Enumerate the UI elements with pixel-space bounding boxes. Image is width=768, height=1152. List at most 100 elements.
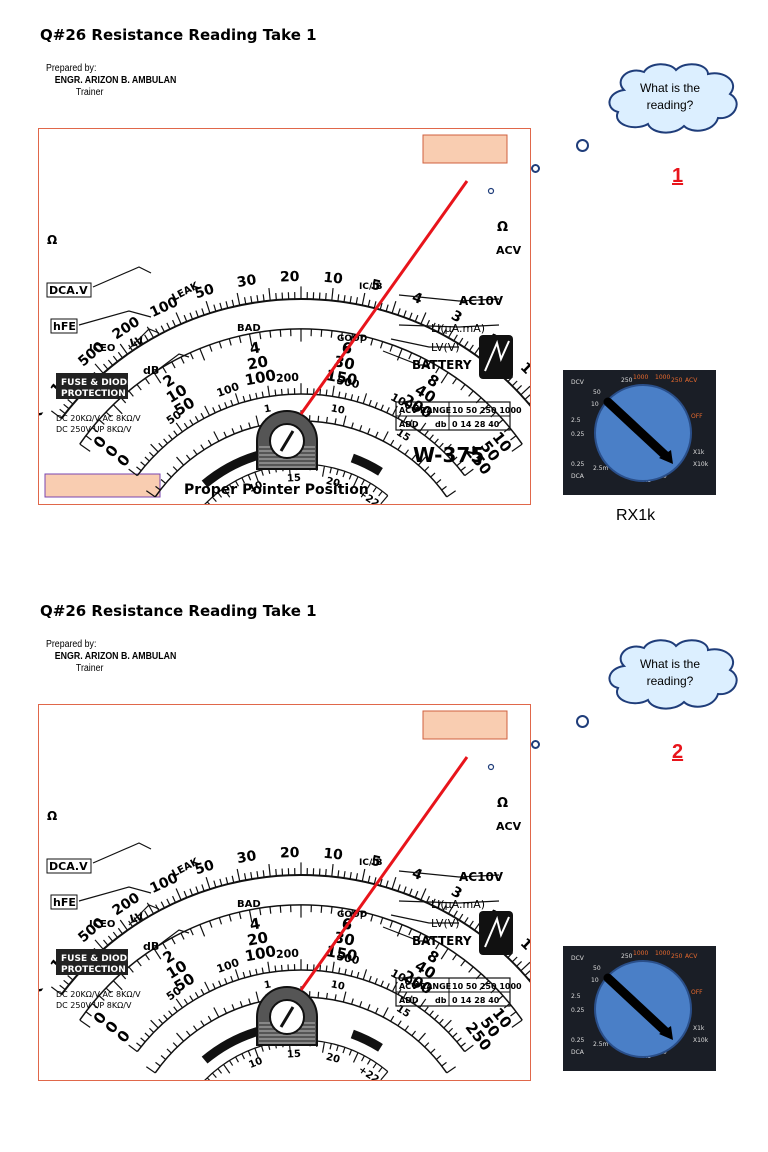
tick-mark: [240, 1001, 242, 1007]
ohm-scale-label: 20: [280, 269, 300, 286]
answer-box-bottom: [45, 474, 160, 497]
tick-mark: [220, 879, 222, 886]
tick-mark: [351, 394, 352, 400]
tick-mark: [430, 435, 434, 440]
prepared-by-label: Prepared by:: [46, 63, 176, 75]
author-role: Trainer: [46, 87, 176, 99]
tick-mark: [353, 1053, 358, 1063]
battery-label: BATTERY: [412, 934, 472, 948]
tick-mark: [269, 288, 270, 301]
tick-mark: [232, 428, 234, 434]
add-db-label: db: [435, 420, 447, 429]
tick-mark: [454, 911, 458, 917]
acv-range-label: ACV RANGE: [399, 406, 451, 415]
tick-mark: [345, 969, 346, 975]
db-scale-label: 15: [287, 1049, 302, 1061]
ohm-scale-label: 30: [236, 272, 258, 291]
leader-line: [93, 843, 151, 863]
tick-mark: [327, 417, 328, 423]
tick-mark: [331, 331, 332, 338]
tick-mark: [343, 1047, 345, 1053]
tick-mark: [118, 928, 122, 934]
tick-mark: [338, 870, 339, 877]
db-scale-label: 20: [325, 1052, 341, 1066]
tick-mark: [326, 966, 327, 972]
tick-mark: [323, 1042, 325, 1053]
tick-mark: [330, 1043, 331, 1049]
acv-label: ACV: [496, 820, 522, 833]
selector-range-label: 2.5m: [593, 465, 609, 472]
tick-mark: [245, 297, 246, 304]
selector-range-label: 10: [591, 401, 599, 408]
tick-mark: [167, 899, 170, 905]
tick-mark: [270, 907, 271, 914]
tick-mark: [113, 932, 117, 938]
tick-mark: [282, 965, 283, 971]
tick-mark: [521, 962, 530, 971]
selector-range-label: X10k: [693, 1037, 709, 1044]
tick-mark: [214, 305, 216, 312]
tick-mark: [201, 1021, 204, 1026]
selector-range-label: 10: [591, 977, 599, 984]
spec-line-2: DC 250V UP 8KΩ/V: [56, 1001, 132, 1010]
tick-mark: [373, 487, 376, 492]
tick-mark: [213, 407, 216, 412]
thought-dot-small: [531, 740, 540, 749]
tick-mark: [362, 869, 365, 881]
tick-mark: [80, 444, 90, 451]
tick-mark: [412, 1031, 416, 1036]
tick-mark: [356, 873, 357, 880]
add-db-label: db: [435, 996, 447, 1005]
tick-mark: [453, 378, 457, 384]
meter-face: 2K1K50020010050302010543210ΩΩ02468100102…: [38, 128, 531, 505]
tick-mark: [210, 345, 212, 352]
tick-mark: [425, 1007, 429, 1012]
tick-mark: [386, 305, 388, 312]
tick-mark: [421, 888, 426, 900]
tick-mark: [344, 871, 345, 878]
bubble-question: What is the reading?: [618, 656, 722, 690]
tick-mark: [381, 981, 383, 987]
tick-mark: [236, 393, 239, 403]
iceo-label: ICEO: [89, 919, 115, 930]
tick-mark: [190, 420, 193, 425]
tick-mark: [448, 1028, 452, 1032]
tick-mark: [321, 906, 322, 913]
tick-mark: [113, 356, 117, 362]
li-scale-label: 1: [263, 979, 272, 991]
tick-mark: [141, 462, 146, 466]
tick-mark: [167, 1049, 171, 1053]
tick-mark: [345, 393, 346, 399]
tick-mark: [326, 293, 327, 300]
tick-mark: [421, 312, 426, 324]
selector-range-label: 2.5: [571, 993, 581, 1000]
tick-mark: [337, 469, 339, 475]
author-name: ENGR. ARIZON B. AMBULAN: [46, 651, 176, 663]
li-scale-label: 10: [330, 979, 346, 992]
spec-line-1: DC 20KΩ/V AC 8KΩ/V: [56, 990, 141, 999]
tick-mark: [363, 393, 366, 403]
tick-mark: [360, 425, 362, 431]
tick-mark: [381, 496, 388, 504]
tick-mark: [404, 311, 406, 318]
tick-mark: [343, 416, 346, 426]
tick-mark: [343, 992, 346, 1002]
tick-mark: [332, 386, 334, 397]
tick-mark: [232, 300, 234, 307]
tick-mark: [326, 869, 327, 876]
tick-mark: [219, 918, 221, 925]
bad-label: BAD: [237, 899, 261, 910]
selector-range-label: 1000: [633, 950, 648, 957]
tick-mark: [195, 416, 198, 421]
tick-mark: [275, 390, 276, 396]
tick-mark: [381, 1072, 388, 1080]
db-scale-label: +22: [356, 1064, 381, 1081]
tick-mark: [430, 1011, 434, 1016]
answer-box-top: [423, 711, 507, 739]
pointer-caption: Proper Pointer Position: [184, 482, 369, 498]
tick-mark: [521, 386, 530, 395]
tick-mark: [356, 297, 357, 304]
tick-mark: [149, 452, 153, 456]
tick-mark: [190, 996, 193, 1001]
tick-mark: [208, 440, 211, 445]
